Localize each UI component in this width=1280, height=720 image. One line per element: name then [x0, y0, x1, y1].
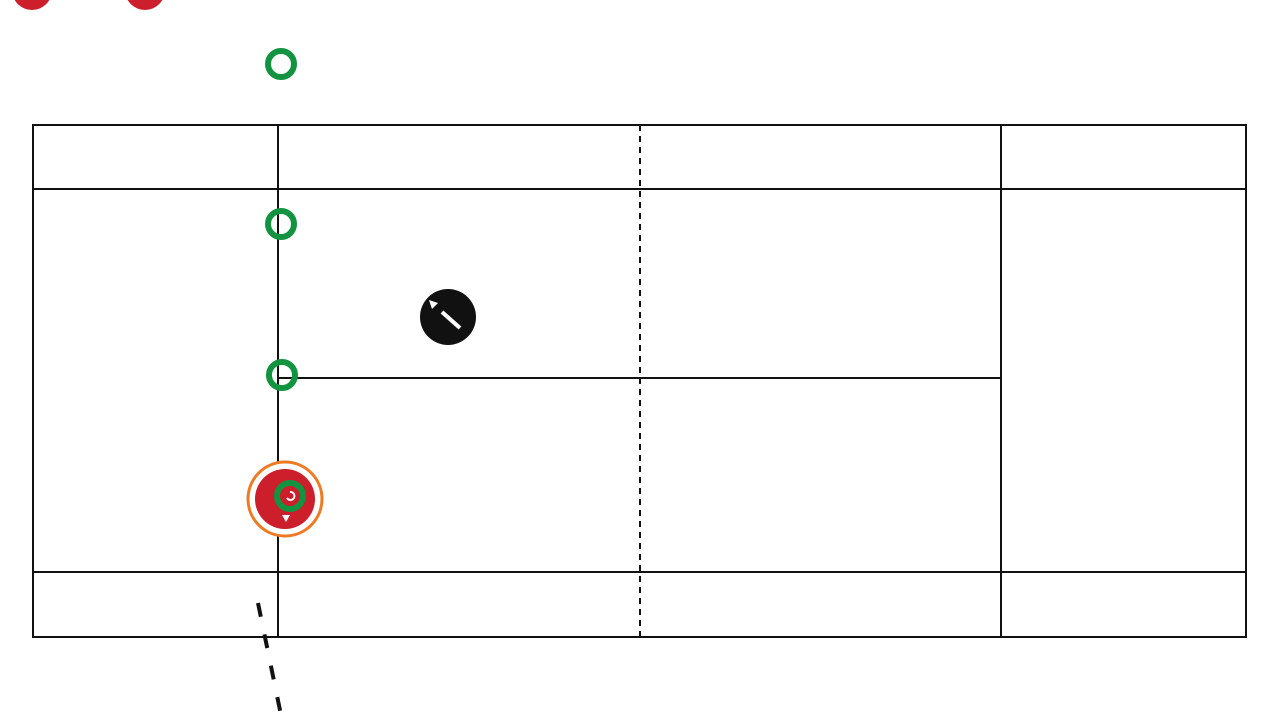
trajectory-path: [256, 602, 284, 720]
cone-marker[interactable]: [274, 480, 306, 512]
offscreen-player-icon[interactable]: [12, 0, 52, 10]
cone-marker[interactable]: [265, 208, 297, 240]
ball-icon[interactable]: [420, 289, 476, 345]
court: [32, 124, 1247, 638]
cone-marker[interactable]: [266, 359, 298, 391]
offscreen-player-icon[interactable]: [125, 0, 165, 10]
cone-marker[interactable]: [265, 48, 297, 80]
player-icon[interactable]: [246, 460, 324, 538]
